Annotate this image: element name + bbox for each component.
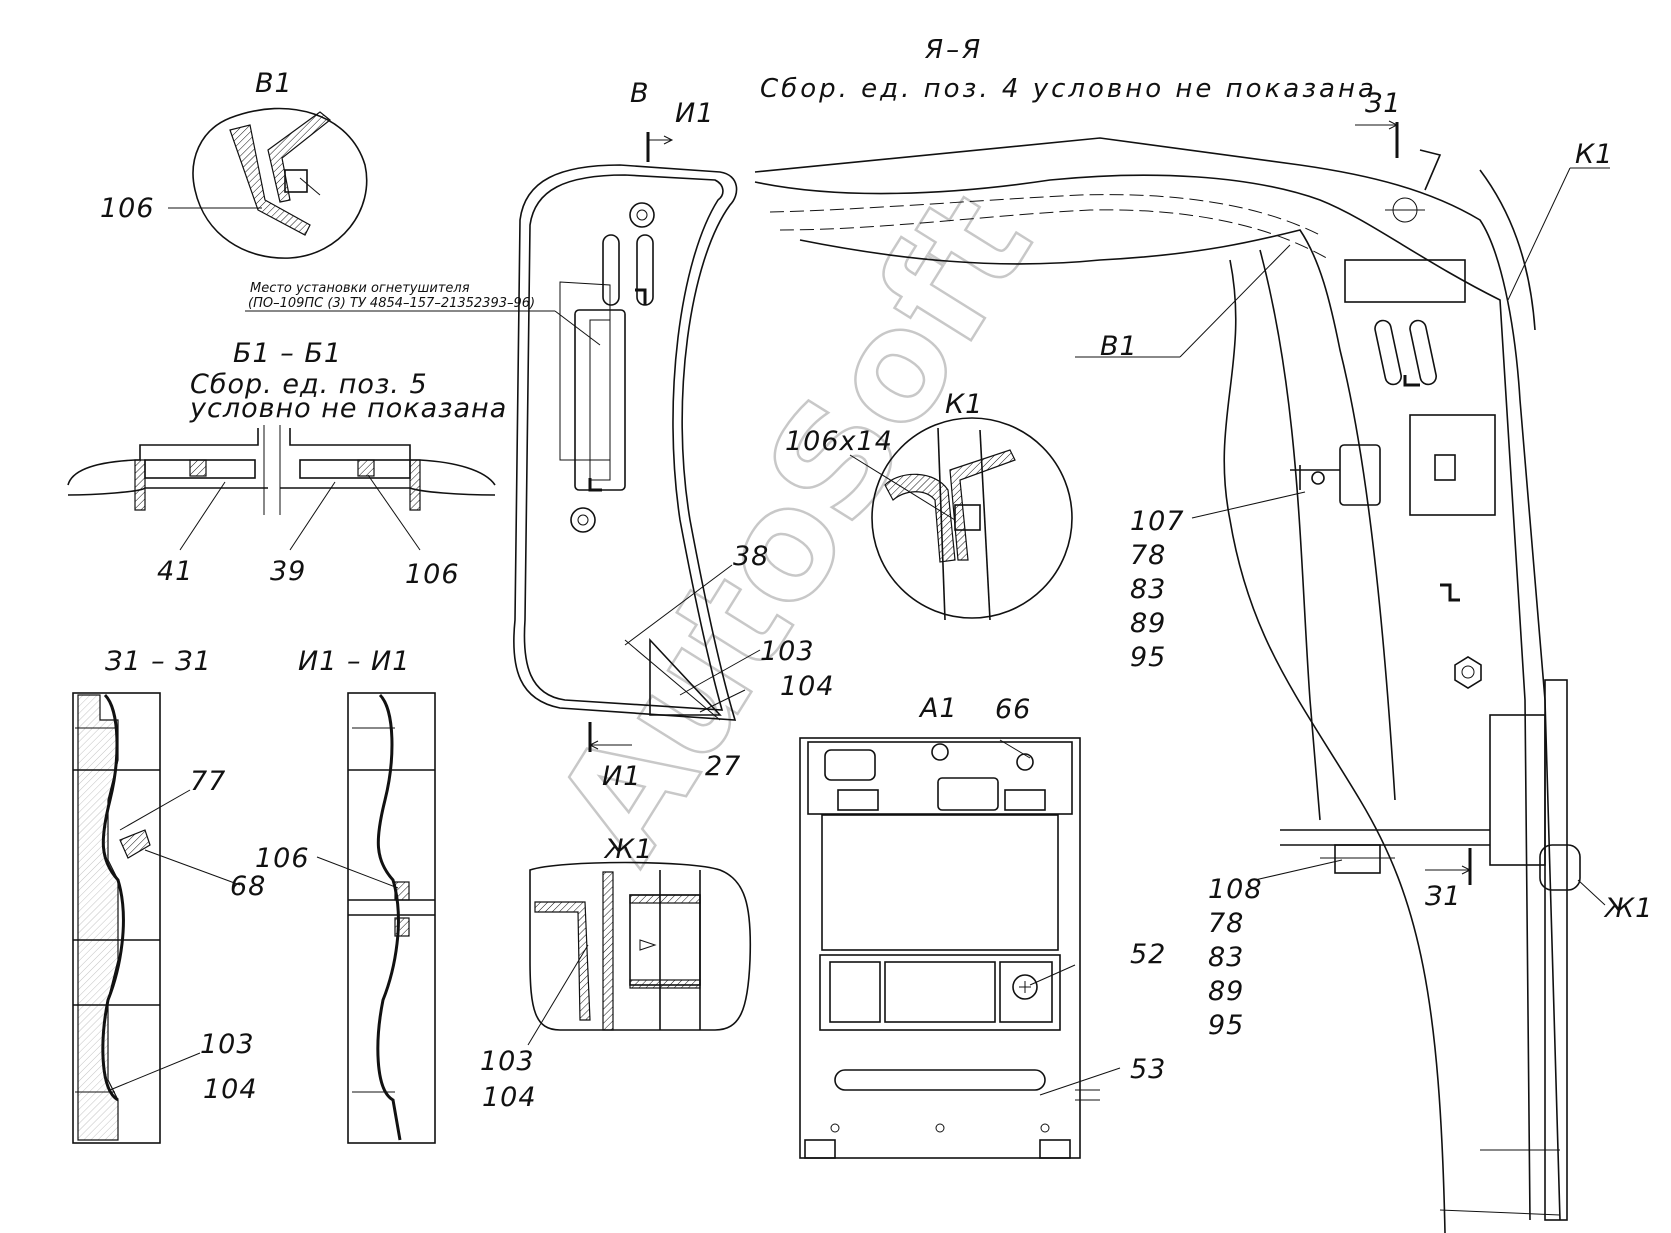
detail-zh1-title: Ж1 [603, 834, 653, 865]
cut-i1-bottom: И1 [602, 761, 641, 792]
stack-108-1: 78 [1208, 908, 1244, 939]
stack-107-3: 89 [1130, 608, 1166, 639]
section-z1: З1 – З1 77 68 103 104 [72, 646, 266, 1144]
leader-zh1: Ж1 [1603, 893, 1653, 924]
stack-108-4: 95 [1208, 1010, 1244, 1041]
callout-106-v1: 106 [100, 193, 155, 224]
cut-i1-top: И1 [675, 98, 714, 129]
cut-z1-bottom: З1 [1425, 881, 1462, 912]
leader-v1: В1 [1100, 331, 1138, 362]
stack-108-3: 89 [1208, 976, 1244, 1007]
callout-104-z1: 104 [203, 1074, 258, 1105]
stack-107-0: 107 [1130, 506, 1185, 537]
extinguisher-note-2: (ПО–109ПС (3) ТУ 4854–157–21352393–96) [248, 296, 535, 311]
section-b1: Б1 – Б1 Сбор. ед. поз. 5 условно не пока… [67, 338, 507, 590]
detail-k1: К1 106х14 [785, 389, 1073, 621]
callout-stack-107: 107 78 83 89 95 [1130, 506, 1185, 673]
detail-zh1: Ж1 103 104 [480, 834, 752, 1113]
stack-107-4: 95 [1130, 642, 1166, 673]
section-z1-title: З1 – З1 [105, 646, 212, 677]
section-ya-body: З1 З1 В1 К1 Ж1 [754, 88, 1653, 1233]
callout-27: 27 [705, 751, 741, 782]
callout-53: 53 [1130, 1054, 1166, 1085]
extinguisher-note-1: Место установки огнетушителя [250, 281, 470, 296]
section-note-ya: Сбор. ед. поз. 4 условно не показана [760, 74, 1377, 104]
detail-v1-title: В1 [255, 68, 293, 99]
callout-103-z1: 103 [200, 1029, 255, 1060]
view-b-title: В [630, 78, 650, 109]
callout-39: 39 [270, 556, 306, 587]
callout-68: 68 [230, 871, 266, 902]
callout-104-b: 104 [780, 671, 835, 702]
callout-103-zh1: 103 [480, 1046, 535, 1077]
callout-38: 38 [733, 541, 769, 572]
view-b: В И1 38 103 104 27 И1 [513, 78, 835, 792]
section-i1: И1 – И1 106 [255, 646, 436, 1144]
leader-k1: К1 [1575, 139, 1613, 170]
section-b1-title: Б1 – Б1 [233, 338, 342, 369]
view-a1: А1 66 52 53 [799, 693, 1166, 1159]
detail-k1-title: К1 [945, 389, 983, 420]
callout-106x14: 106х14 [785, 426, 893, 457]
callout-103-b: 103 [760, 636, 815, 667]
view-a1-title: А1 [918, 693, 958, 724]
stack-108-0: 108 [1208, 874, 1263, 905]
section-b1-note-2: условно не показана [189, 393, 507, 424]
cut-z1-top: З1 [1365, 88, 1402, 119]
stack-107-1: 78 [1130, 540, 1166, 571]
section-title-ya: Я–Я [924, 35, 983, 65]
callout-66: 66 [995, 694, 1031, 725]
section-b1-note-1: Сбор. ед. поз. 5 [190, 369, 428, 400]
stack-108-2: 83 [1208, 942, 1244, 973]
section-i1-title: И1 – И1 [298, 646, 410, 677]
stack-107-2: 83 [1130, 574, 1166, 605]
callout-104-zh1: 104 [482, 1082, 537, 1113]
callout-52: 52 [1130, 939, 1166, 970]
detail-v1: В1 106 [100, 68, 368, 259]
callout-41: 41 [157, 556, 193, 587]
callout-77: 77 [190, 766, 226, 797]
callout-106-b1: 106 [405, 559, 460, 590]
callout-106-i1: 106 [255, 843, 310, 874]
callout-stack-108: 108 78 83 89 95 [1208, 874, 1263, 1041]
